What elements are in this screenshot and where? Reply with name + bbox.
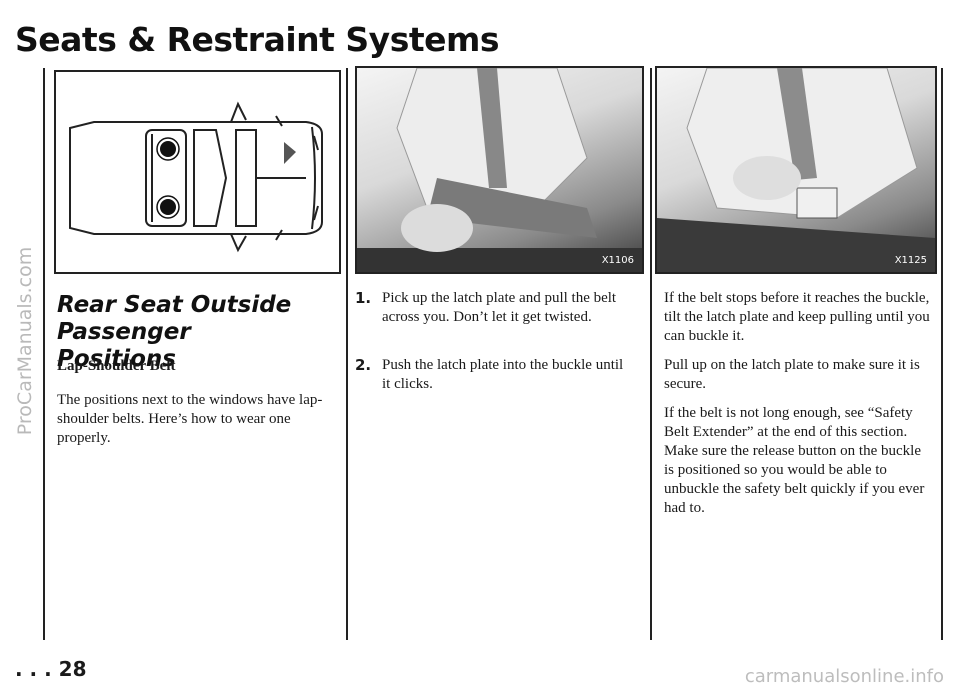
right-paragraph-3: If the belt is not long enough, see “Saf… [664, 405, 925, 516]
column-rule-right [650, 68, 652, 640]
person-adjusting-belt-illustration [657, 68, 935, 272]
column-rule-left [43, 68, 45, 640]
section-heading: Rear Seat Outside Passenger Positions [57, 292, 292, 372]
left-body-paragraph: The positions next to the windows have l… [57, 392, 323, 446]
step-text: Push the latch plate into the buckle unt… [382, 357, 624, 392]
column-rule-middle [346, 68, 348, 640]
latch-plate-photo: X1106 [355, 66, 644, 274]
seat-position-marker-right [160, 199, 176, 215]
footer-watermark: carmanualsonline.info [744, 666, 944, 687]
photo2-code: X1125 [894, 255, 927, 266]
step-number: 2. [355, 356, 372, 374]
person-buckling-illustration [357, 68, 642, 272]
van-topview-illustration [69, 101, 323, 253]
subheading-lap-shoulder-belt: Lap-Shoulder Belt [57, 358, 176, 374]
right-paragraph-2: Pull up on the latch plate to make sure … [664, 357, 920, 392]
side-watermark: ProCarManuals.com [14, 246, 36, 436]
seat-position-marker-left [160, 141, 176, 157]
page-number: . . . 28 [15, 657, 87, 681]
column-rule-far-right [941, 68, 943, 640]
step-2: 2. Push the latch plate into the buckle … [355, 356, 625, 394]
photo1-code: X1106 [601, 255, 634, 266]
step-text: Pick up the latch plate and pull the bel… [382, 290, 617, 325]
page-title: Seats & Restraint Systems [15, 20, 500, 59]
belt-adjust-photo: X1125 [655, 66, 937, 274]
vehicle-seat-diagram [54, 70, 341, 274]
right-paragraph-1: If the belt stops before it reaches the … [664, 290, 930, 344]
step-number: 1. [355, 289, 372, 307]
step-1: 1. Pick up the latch plate and pull the … [355, 289, 625, 327]
